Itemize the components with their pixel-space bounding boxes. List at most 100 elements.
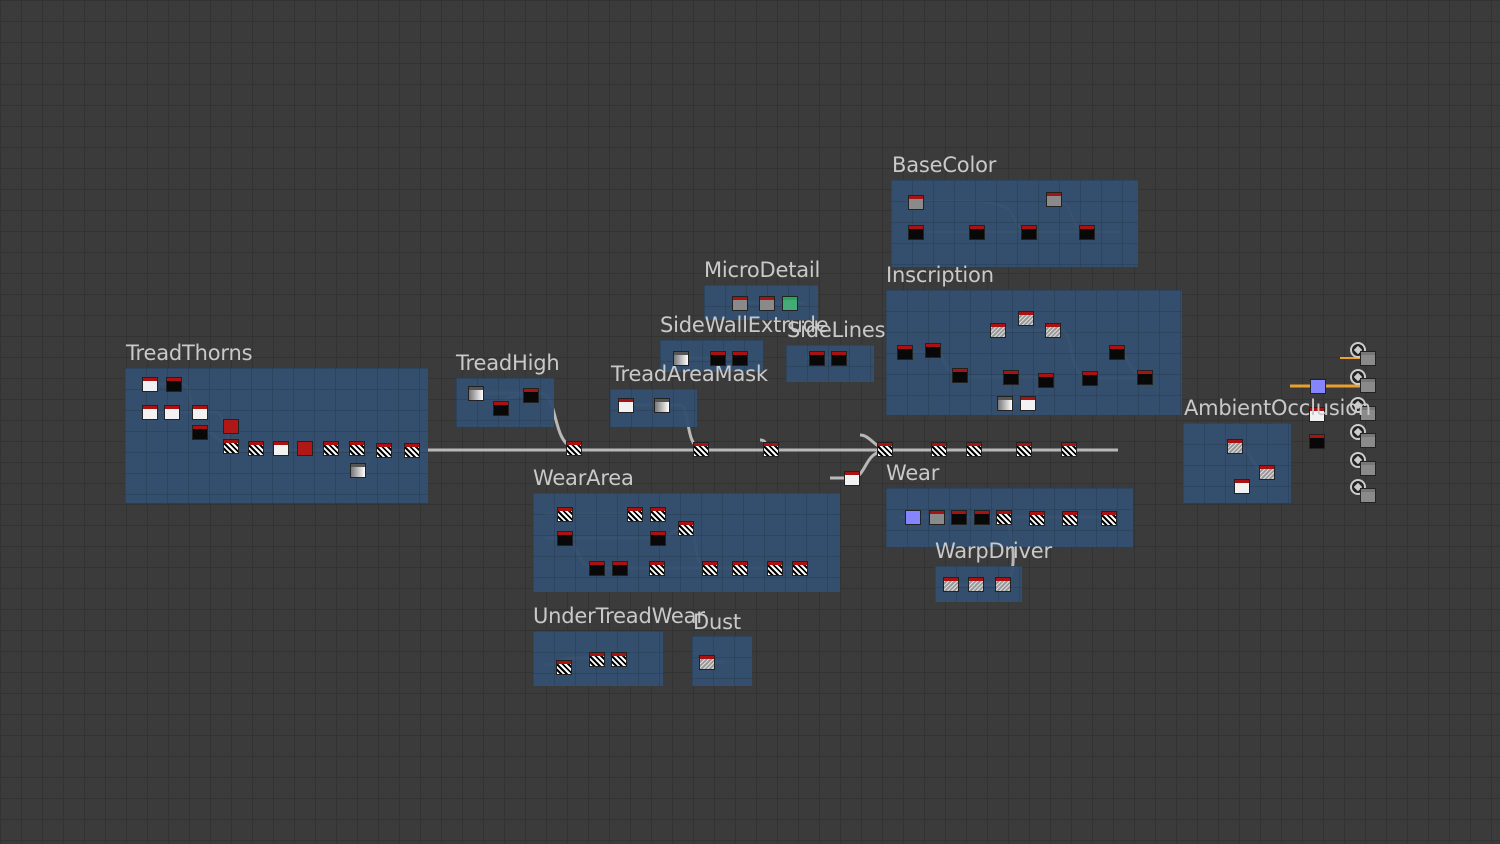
frame-wear-area[interactable] <box>533 493 840 592</box>
graph-node[interactable] <box>783 297 797 310</box>
graph-node[interactable] <box>909 196 923 209</box>
graph-node[interactable] <box>377 444 391 457</box>
graph-node[interactable] <box>1228 440 1242 453</box>
graph-node[interactable] <box>930 511 944 524</box>
graph-node[interactable] <box>469 387 483 400</box>
graph-node[interactable] <box>143 378 157 391</box>
graph-node[interactable] <box>651 508 665 521</box>
graph-node[interactable] <box>970 226 984 239</box>
graph-node[interactable] <box>224 440 238 453</box>
graph-node[interactable] <box>167 378 181 391</box>
graph-node[interactable] <box>350 442 364 455</box>
graph-node[interactable] <box>1062 443 1076 456</box>
graph-node[interactable] <box>1110 346 1124 359</box>
graph-node[interactable] <box>733 352 747 365</box>
graph-node[interactable] <box>274 442 288 455</box>
graph-node[interactable] <box>590 562 604 575</box>
graph-node[interactable] <box>1311 380 1325 393</box>
graph-node[interactable] <box>612 653 626 666</box>
graph-node[interactable] <box>760 297 774 310</box>
graph-node[interactable] <box>494 402 508 415</box>
graph-node[interactable] <box>1021 397 1035 410</box>
graph-node[interactable] <box>997 511 1011 524</box>
graph-node[interactable] <box>298 442 312 455</box>
graph-node[interactable] <box>1080 226 1094 239</box>
graph-node[interactable] <box>733 562 747 575</box>
graph-node[interactable] <box>953 369 967 382</box>
graph-node[interactable] <box>909 226 923 239</box>
graph-node[interactable] <box>1046 324 1060 337</box>
graph-node[interactable] <box>906 511 920 524</box>
frame-under-tread-wear[interactable] <box>533 631 663 686</box>
graph-node[interactable] <box>655 399 669 412</box>
graph-node[interactable] <box>967 443 981 456</box>
graph-node[interactable] <box>143 406 157 419</box>
graph-node[interactable] <box>810 352 824 365</box>
graph-node[interactable] <box>700 656 714 669</box>
graph-node[interactable] <box>975 511 989 524</box>
graph-node[interactable] <box>1022 226 1036 239</box>
graph-node[interactable] <box>768 562 782 575</box>
graph-node[interactable] <box>1102 512 1116 525</box>
graph-node[interactable] <box>1004 371 1018 384</box>
graph-node[interactable] <box>832 352 846 365</box>
graph-node[interactable] <box>898 346 912 359</box>
graph-node[interactable] <box>557 661 571 674</box>
graph-node[interactable] <box>1235 480 1249 493</box>
graph-node[interactable] <box>650 562 664 575</box>
graph-node[interactable] <box>193 426 207 439</box>
graph-node[interactable] <box>567 442 581 455</box>
frame-side-lines[interactable] <box>786 345 874 382</box>
graph-node[interactable] <box>694 443 708 456</box>
graph-node[interactable] <box>193 406 207 419</box>
frame-tread-high[interactable] <box>456 378 554 427</box>
graph-node[interactable] <box>952 511 966 524</box>
graph-node[interactable] <box>926 344 940 357</box>
graph-node[interactable] <box>1083 372 1097 385</box>
graph-node[interactable] <box>524 389 538 402</box>
graph-node[interactable] <box>224 420 238 433</box>
graph-node[interactable] <box>558 532 572 545</box>
graph-node[interactable] <box>590 653 604 666</box>
graph-node[interactable] <box>991 324 1005 337</box>
graph-node[interactable] <box>932 443 946 456</box>
graph-node[interactable] <box>679 522 693 535</box>
frame-title: UnderTreadWear <box>533 604 705 628</box>
graph-node[interactable] <box>1017 443 1031 456</box>
graph-node[interactable] <box>619 399 633 412</box>
frame-micro-detail[interactable] <box>704 285 818 320</box>
graph-node[interactable] <box>628 508 642 521</box>
graph-node[interactable] <box>996 578 1010 591</box>
graph-node[interactable] <box>405 444 419 457</box>
graph-node[interactable] <box>969 578 983 591</box>
graph-node[interactable] <box>1138 371 1152 384</box>
graph-node[interactable] <box>764 443 778 456</box>
graph-node[interactable] <box>249 442 263 455</box>
graph-node[interactable] <box>165 406 179 419</box>
graph-node[interactable] <box>1019 312 1033 325</box>
graph-node[interactable] <box>613 562 627 575</box>
graph-node[interactable] <box>351 464 365 477</box>
graph-node[interactable] <box>1310 408 1324 421</box>
graph-node[interactable] <box>845 472 859 485</box>
graph-node[interactable] <box>793 562 807 575</box>
graph-node[interactable] <box>998 397 1012 410</box>
graph-node[interactable] <box>674 352 688 365</box>
frame-tread-thorns[interactable] <box>125 368 428 503</box>
graph-node[interactable] <box>878 443 892 456</box>
graph-node[interactable] <box>1310 435 1324 448</box>
graph-node[interactable] <box>651 532 665 545</box>
graph-node[interactable] <box>558 508 572 521</box>
graph-node[interactable] <box>944 578 958 591</box>
graph-node[interactable] <box>324 442 338 455</box>
graph-node[interactable] <box>1047 193 1061 206</box>
graph-node[interactable] <box>1030 512 1044 525</box>
frame-dust[interactable] <box>692 636 752 686</box>
graph-node[interactable] <box>1260 466 1274 479</box>
graph-node[interactable] <box>1039 374 1053 387</box>
graph-node[interactable] <box>703 562 717 575</box>
graph-node[interactable] <box>733 297 747 310</box>
graph-node[interactable] <box>711 352 725 365</box>
frame-base-color[interactable] <box>891 180 1138 267</box>
graph-node[interactable] <box>1063 512 1077 525</box>
